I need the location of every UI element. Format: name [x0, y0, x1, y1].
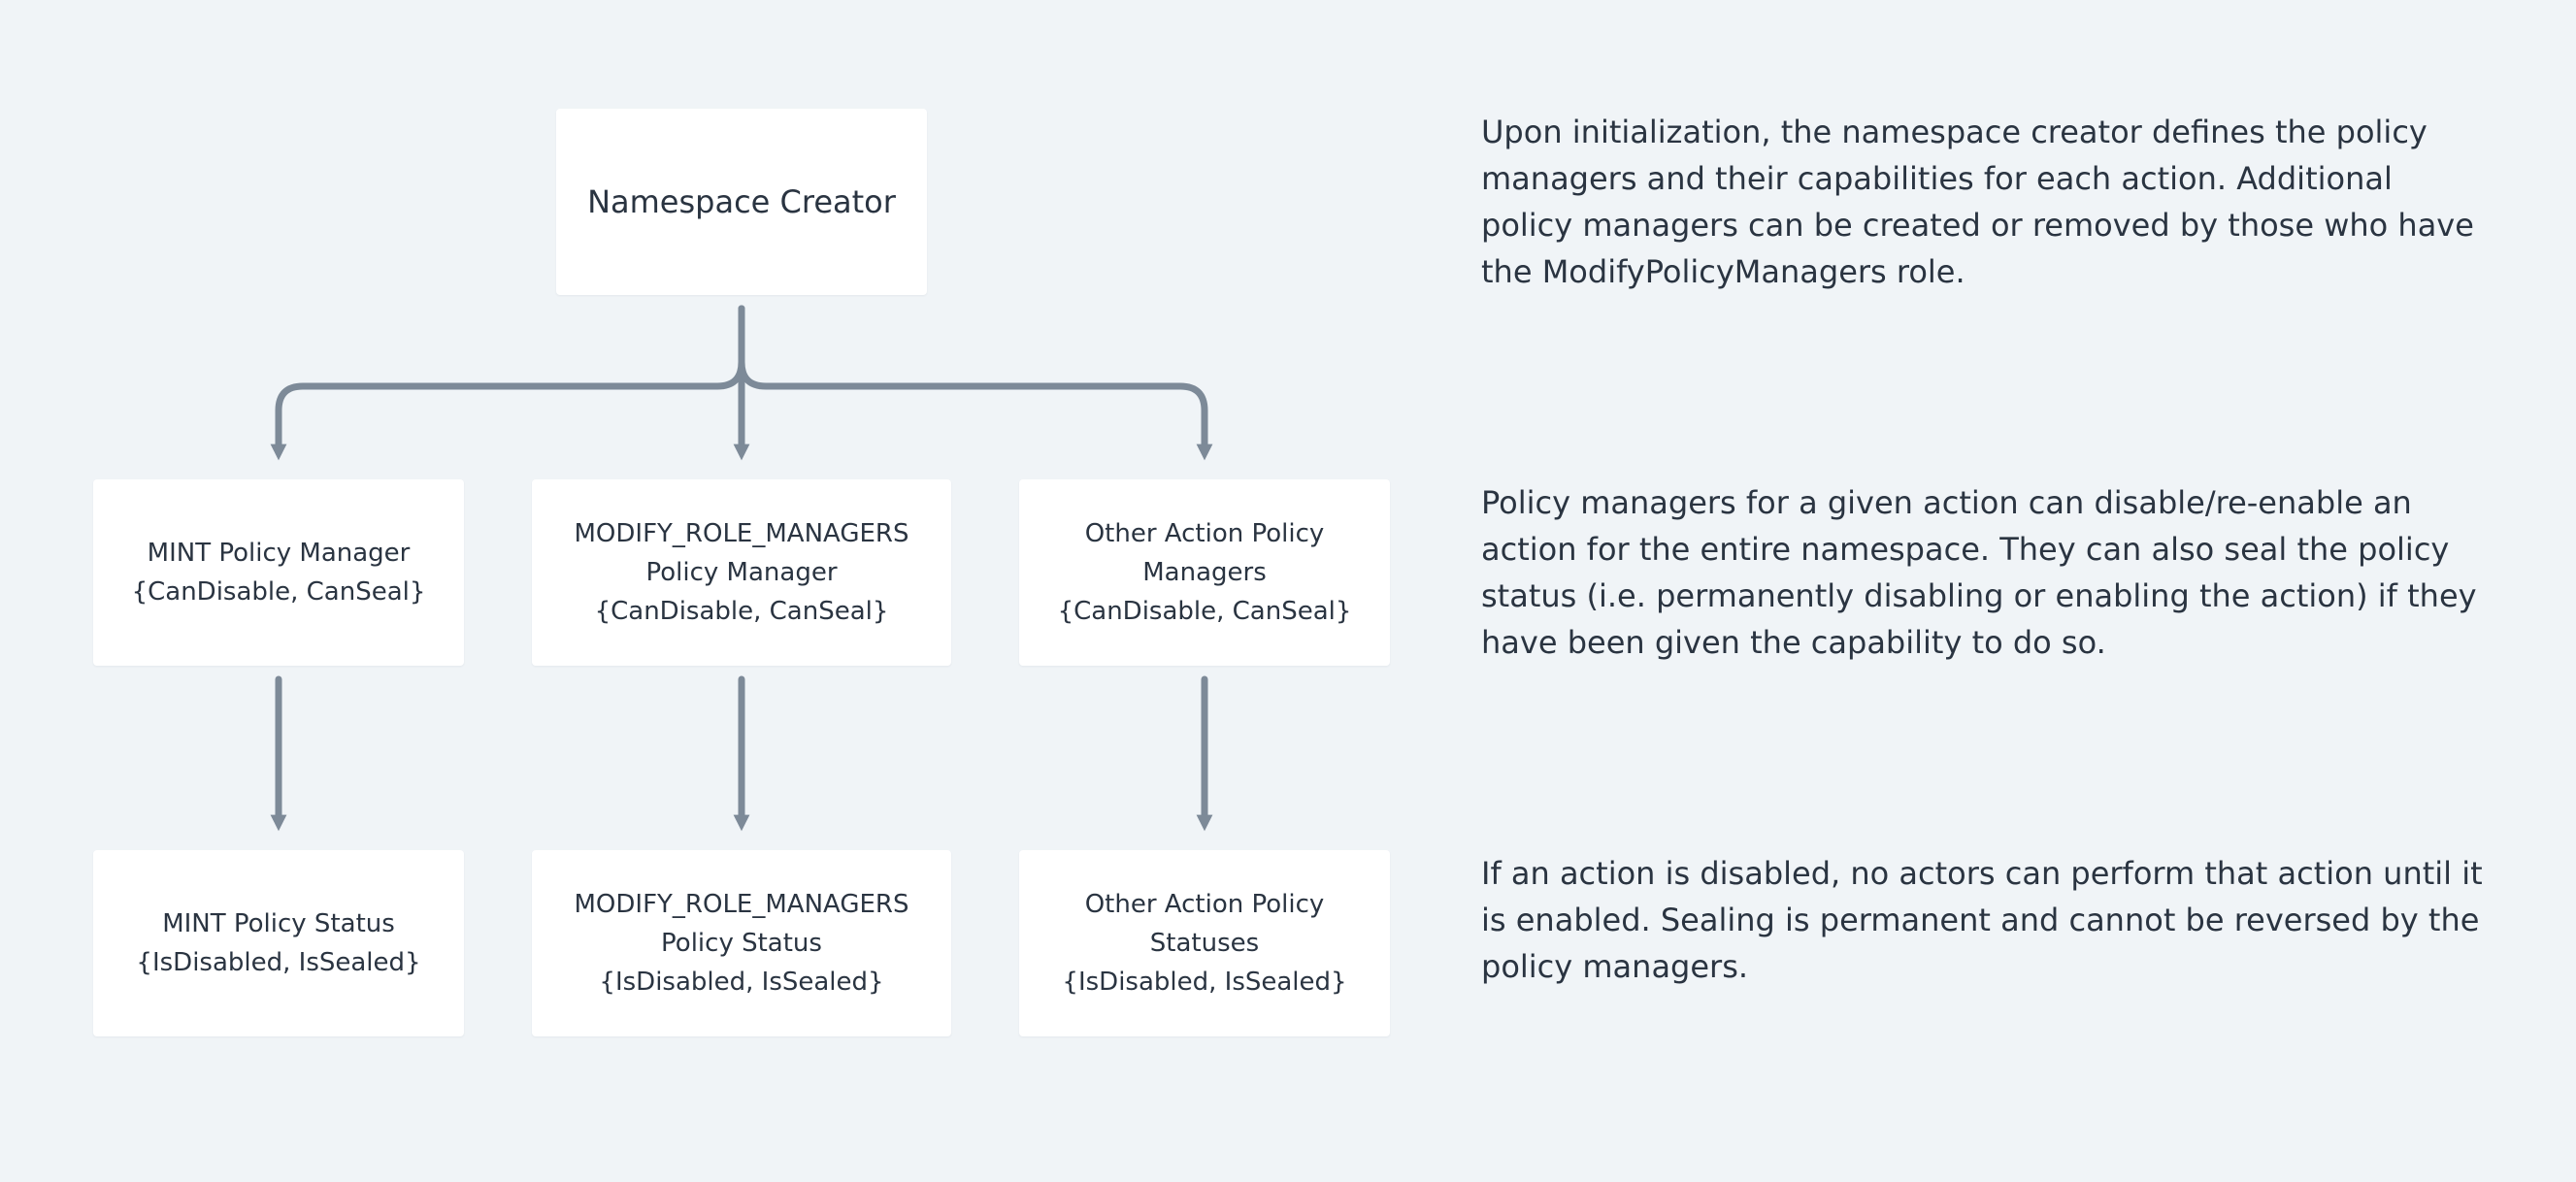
branch-connector-left	[270, 305, 745, 461]
mint-policy-status-box: MINT Policy Status {IsDisabled, IsSealed…	[93, 850, 464, 1036]
modify-role-managers-manager-subtitle: Policy Manager	[645, 558, 838, 587]
modify-role-managers-status-flags: {IsDisabled, IsSealed}	[599, 968, 884, 997]
namespace-creator-label: Namespace Creator	[587, 183, 896, 220]
mint-policy-status-title: MINT Policy Status	[162, 909, 395, 938]
other-action-policy-managers-box: Other Action Policy Managers {CanDisable…	[1019, 479, 1390, 666]
other-action-managers-capabilities: {CanDisable, CanSeal}	[1057, 597, 1352, 626]
other-action-managers-title: Other Action Policy	[1084, 519, 1325, 548]
mint-policy-status-flags: {IsDisabled, IsSealed}	[136, 948, 421, 977]
modify-role-managers-policy-manager-box: MODIFY_ROLE_MANAGERS Policy Manager {Can…	[532, 479, 951, 666]
modify-role-managers-status-subtitle: Policy Status	[661, 929, 822, 958]
other-action-statuses-flags: {IsDisabled, IsSealed}	[1062, 968, 1347, 997]
modify-role-managers-manager-title: MODIFY_ROLE_MANAGERS	[574, 519, 909, 548]
mint-policy-manager-capabilities: {CanDisable, CanSeal}	[131, 577, 426, 607]
note-initialization: Upon initialization, the namespace creat…	[1481, 114, 2474, 290]
other-action-statuses-title: Other Action Policy	[1084, 890, 1325, 919]
mint-policy-manager-box: MINT Policy Manager {CanDisable, CanSeal…	[93, 479, 464, 666]
note-policy-managers: Policy managers for a given action can d…	[1481, 484, 2477, 661]
modify-role-managers-policy-status-box: MODIFY_ROLE_MANAGERS Policy Status {IsDi…	[532, 850, 951, 1036]
namespace-creator-box: Namespace Creator	[556, 109, 927, 295]
other-action-statuses-subtitle: Statuses	[1149, 929, 1260, 958]
modify-role-managers-manager-capabilities: {CanDisable, CanSeal}	[594, 597, 889, 626]
branch-connector-right	[738, 305, 1213, 461]
note-disabled-sealed: If an action is disabled, no actors can …	[1481, 855, 2483, 985]
other-action-policy-statuses-box: Other Action Policy Statuses {IsDisabled…	[1019, 850, 1390, 1036]
other-action-managers-subtitle: Managers	[1142, 558, 1267, 587]
modify-role-managers-status-title: MODIFY_ROLE_MANAGERS	[574, 890, 909, 919]
mint-policy-manager-title: MINT Policy Manager	[147, 539, 411, 568]
